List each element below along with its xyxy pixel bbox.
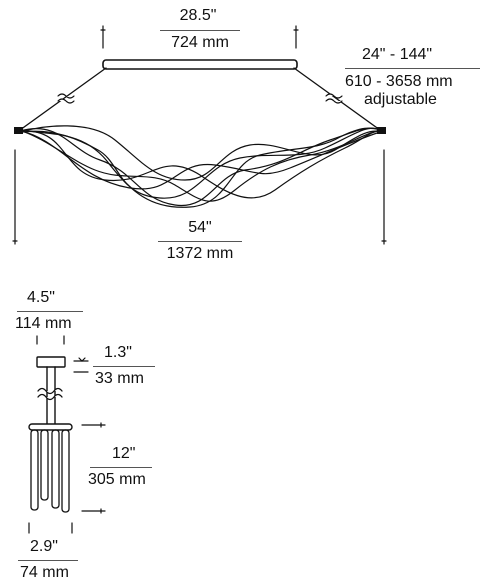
side-width-rule (17, 311, 83, 312)
canopy-height-indicator (73, 357, 89, 373)
body-width-metric: 74 mm (20, 564, 69, 581)
cable-length-rule (345, 68, 480, 69)
side-body-top (28, 423, 73, 431)
body-width-extension-lines (28, 522, 73, 534)
body-height-extension-lines (81, 422, 106, 514)
side-width-extension-lines (36, 335, 65, 345)
body-height-metric: 305 mm (88, 471, 146, 488)
canopy-height-rule (93, 366, 155, 367)
body-width-imperial: 2.9" (30, 538, 58, 555)
canopy-plate (102, 59, 298, 70)
canopy-width-extension-lines (100, 25, 299, 49)
suspension-cables (19, 67, 381, 131)
canopy-width-metric: 724 mm (171, 34, 229, 51)
cable-length-imperial: 24" - 144" (362, 46, 433, 63)
body-width-rule (18, 560, 78, 561)
stem-break-marks (37, 387, 63, 401)
side-body-ribbons (30, 429, 70, 513)
side-stem (46, 366, 56, 425)
side-width-imperial: 4.5" (27, 289, 55, 306)
cable-length-metric: 610 - 3658 mm (345, 73, 453, 90)
wave-ribbons (19, 125, 383, 208)
side-canopy (36, 356, 66, 368)
cable-length-note: adjustable (364, 91, 437, 108)
left-cable-clamp (14, 127, 23, 134)
overall-width-rule (158, 241, 242, 242)
canopy-height-metric: 33 mm (95, 370, 144, 387)
body-height-imperial: 12" (112, 445, 136, 462)
overall-width-metric: 1372 mm (166, 245, 234, 262)
overall-width-extension-lines (12, 149, 387, 245)
cable-break-marks (57, 93, 343, 104)
canopy-width-imperial: 28.5" (179, 7, 217, 24)
canopy-width-rule (160, 30, 240, 31)
body-height-rule (90, 467, 152, 468)
canopy-height-imperial: 1.3" (104, 344, 132, 361)
overall-width-imperial: 54" (188, 219, 212, 236)
side-width-metric: 114 mm (15, 315, 72, 332)
